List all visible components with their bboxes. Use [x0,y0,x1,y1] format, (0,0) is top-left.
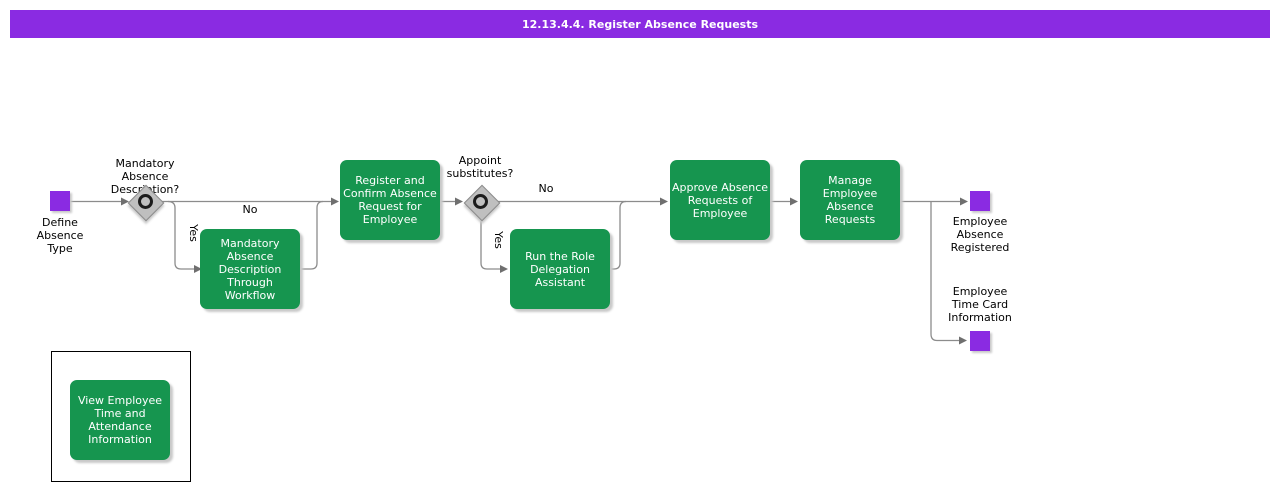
gateway1-ring-icon [137,194,153,209]
edge-register-to-gateway2 [440,197,463,206]
task-register-confirm-label: Register and Confirm Absence Request for… [343,174,437,226]
task-run-role-delegation[interactable]: Run the Role Delegation Assistant [510,229,610,309]
task-manage-requests-label: Manage Employee Absence Requests [822,174,878,226]
task-register-confirm[interactable]: Register and Confirm Absence Request for… [340,160,440,240]
task-mandatory-workflow-label: Mandatory Absence Description Through Wo… [218,236,282,302]
gateway2-question-label: Appoint substitutes? [446,154,514,180]
gateway1-no-label: No [242,203,258,216]
task-manage-requests[interactable]: Manage Employee Absence Requests [800,160,900,240]
gateway2-no-label: No [538,182,554,195]
task-view-time-attendance-label: View Employee Time and Attendance Inform… [77,394,163,446]
start-event-square [50,191,70,211]
edge-approve-to-manage [770,197,798,206]
task-approve-requests-label: Approve Absence Requests of Employee [671,180,769,220]
edge-gateway1-yes-to-workflow [167,200,202,273]
task-view-time-attendance[interactable]: View Employee Time and Attendance Inform… [70,380,170,460]
gateway2-yes-label: Yes [492,231,506,249]
gateway2-ring-icon [473,194,488,209]
edge-gateway1-no-to-register [162,197,339,206]
end-event-registered-label: Employee Absence Registered [950,215,1010,254]
end-event-timecard-label: Employee Time Card Information [948,285,1012,324]
edge-run-return-to-main [610,200,627,270]
diagram-title-bar: 12.13.4.4. Register Absence Requests [10,10,1270,38]
end-event-timecard-square [970,331,990,351]
edge-gateway2-yes-to-run [480,216,508,273]
edge-manage-to-end-registered [900,197,968,206]
task-approve-requests[interactable]: Approve Absence Requests of Employee [670,160,770,240]
diagram-title: 12.13.4.4. Register Absence Requests [521,17,759,31]
edge-branch-to-end-timecard [930,201,967,345]
edge-gateway2-no-to-approve [497,197,668,206]
task-run-role-delegation-label: Run the Role Delegation Assistant [525,249,595,289]
gateway1-yes-label: Yes [187,224,201,242]
edge-workflow-return-to-main [300,200,324,270]
edge-start-to-gateway1 [70,197,129,206]
task-mandatory-workflow[interactable]: Mandatory Absence Description Through Wo… [200,229,300,309]
gateway1-question-label: Mandatory Absence Description? [111,157,180,196]
start-event-label: Define Absence Type [36,216,84,255]
end-event-registered-square [970,191,990,211]
